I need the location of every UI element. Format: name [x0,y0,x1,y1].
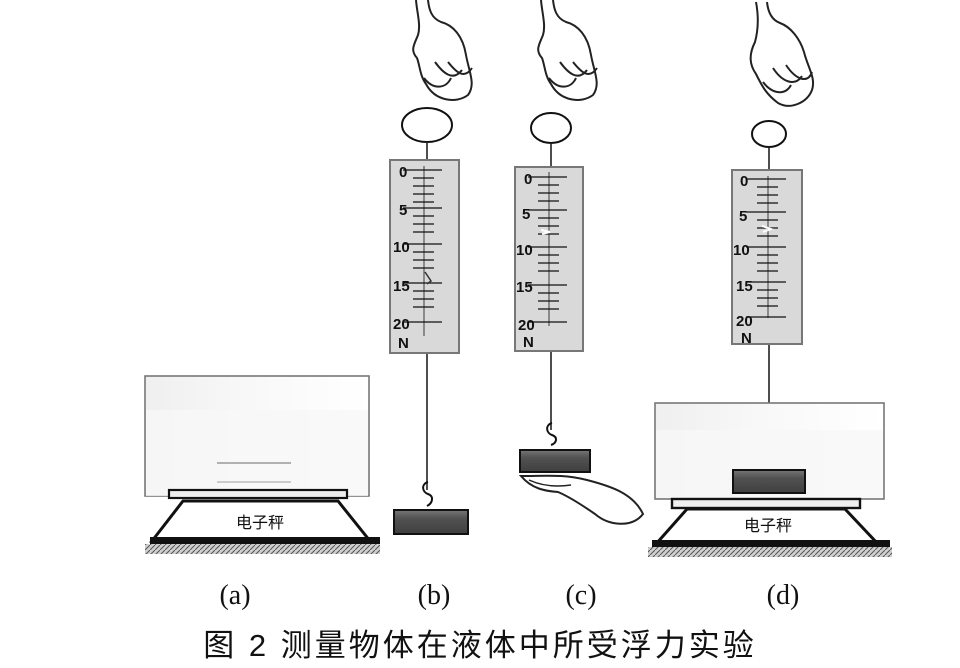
panel-label-d: (d) [767,580,800,611]
tick-label-10: 10 [516,242,533,259]
spring-scale-ticks [746,178,786,318]
panel-d: 0 5 10 15 20 N [731,1,814,469]
tick-label-15: 15 [516,279,533,296]
tick-label-5: 5 [522,206,530,223]
panel-label-c: (c) [565,580,596,611]
hand-icon [412,0,473,101]
hanging-block-c [519,449,591,473]
tick-label-15: 15 [393,278,410,295]
scale-base-a [150,537,380,544]
hand-icon [749,1,814,107]
unit-label: N [741,330,752,347]
panel-b: 0 5 10 15 20 N [389,0,473,535]
unit-label: N [398,335,409,352]
panel-label-a: (a) [219,580,250,611]
unit-label: N [523,334,534,351]
electronic-scale-label-a: 电子秤 [236,514,284,532]
spring-scale-frame [731,169,803,345]
scale-platform-d [670,497,862,510]
panel-c: 0 5 10 15 20 N [514,0,645,525]
electronic-scale-label-d: 电子秤 [744,517,792,535]
scale-platform-a [167,488,349,500]
figure-caption: 图 2 测量物体在液体中所受浮力实验 [203,628,756,663]
spring-scale-ticks [528,176,567,323]
tick-label-15: 15 [736,278,753,295]
tick-label-20: 20 [393,316,410,333]
tick-label-0: 0 [399,164,407,181]
spring-scale-ring [530,112,572,144]
panel-label-b: (b) [418,580,451,611]
hand-icon [537,0,598,101]
spring-scale-ring [751,120,787,148]
spring-scale-ticks [403,169,442,323]
tick-label-5: 5 [739,208,747,225]
panel-a: 电子秤 [144,375,380,554]
ground-a [145,544,380,554]
tick-label-5: 5 [399,202,407,219]
water-surface-a [146,410,368,496]
spring-scale-ring [401,107,453,143]
tick-label-10: 10 [393,239,410,256]
supporting-hand [518,474,645,525]
tick-label-20: 20 [736,313,753,330]
tick-label-10: 10 [733,242,750,259]
tick-label-0: 0 [524,171,532,188]
tick-label-20: 20 [518,317,535,334]
ground-d [648,547,892,557]
scale-base-d [652,540,890,547]
hanging-block-b [393,509,469,535]
tick-label-0: 0 [740,173,748,190]
panel-d-container: 电子秤 [648,402,892,557]
submerged-block-d [732,469,806,494]
